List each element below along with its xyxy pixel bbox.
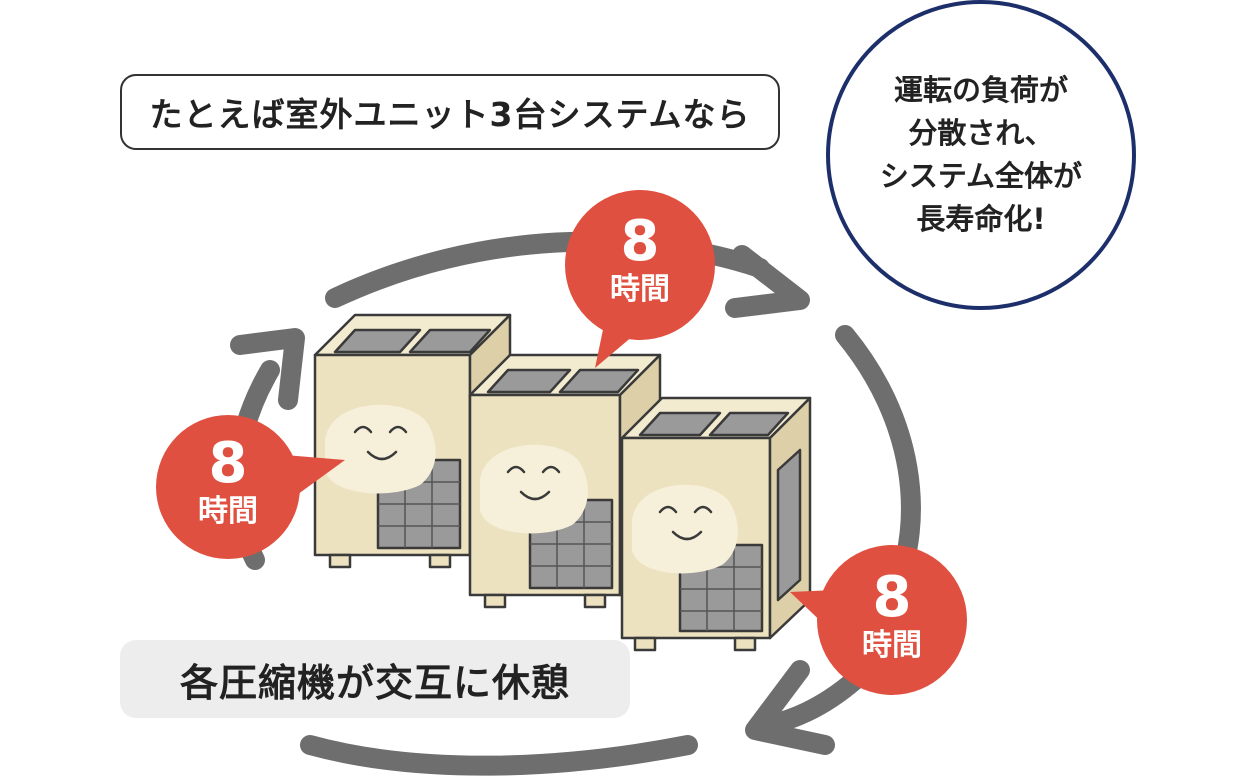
arrow-left-head: [230, 328, 305, 410]
bubble-left-label: 8 時間: [153, 434, 303, 530]
bubble-top-unit: 時間: [610, 272, 670, 307]
arrow-bottom-right: [760, 670, 865, 735]
outdoor-unit-2: [468, 353, 662, 609]
bubble-top-label: 8 時間: [565, 212, 715, 308]
rest-label-text: 各圧縮機が交互に休憩: [179, 660, 570, 705]
bubble-right-label: 8 時間: [817, 568, 967, 664]
system-label-text: たとえば室外ユニット3台システムなら: [149, 95, 751, 134]
bubble-left-unit: 時間: [198, 494, 258, 529]
summary-line-1: 運転の負荷が: [893, 73, 1068, 107]
arrow-top-head: [725, 245, 810, 318]
summary-circle: 運転の負荷が 分散され、 システム全体が 長寿命化!: [826, 0, 1136, 310]
bubble-left: [156, 415, 345, 559]
bubble-right: [790, 545, 967, 695]
summary-line-2: 分散され、: [908, 116, 1054, 150]
arrow-bottom: [300, 735, 698, 776]
bubble-right-unit: 時間: [862, 628, 922, 663]
arrow-bottom-head: [745, 660, 835, 755]
system-label: たとえば室外ユニット3台システムなら: [120, 74, 780, 150]
summary-line-3: システム全体が: [879, 159, 1083, 193]
bubble-right-number: 8: [872, 565, 912, 630]
bubble-top-number: 8: [620, 209, 660, 274]
bubble-top: [565, 190, 715, 368]
rest-label: 各圧縮機が交互に休憩: [120, 640, 630, 718]
summary-line-4: 長寿命化!: [916, 202, 1046, 236]
bubble-left-number: 8: [208, 431, 248, 496]
outdoor-unit-3: [620, 396, 812, 652]
